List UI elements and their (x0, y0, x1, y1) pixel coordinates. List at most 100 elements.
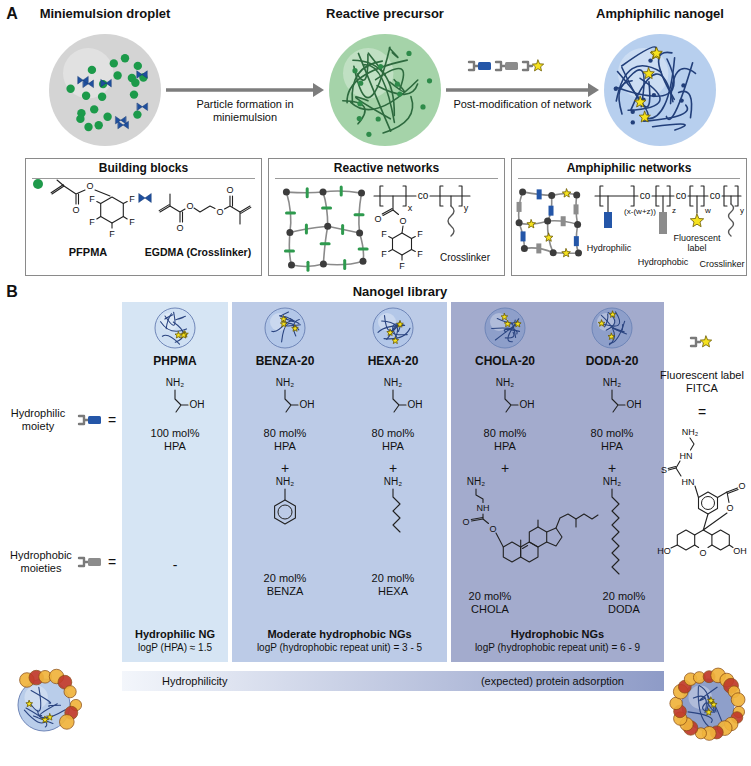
network-strand (29, 687, 41, 711)
network-strand (289, 233, 291, 265)
atom-label: NH₂ (276, 476, 294, 488)
box-heading: Building blocks (32, 159, 255, 179)
linker-fork (469, 62, 478, 70)
atom-label: F (129, 194, 135, 204)
atom-label: co (710, 190, 721, 202)
atom-label: O (489, 524, 496, 534)
network-dot (130, 90, 138, 98)
arrow-shaft (446, 88, 588, 92)
network-dot (681, 83, 685, 87)
arrow-label: Particle formation in miniemulsion (175, 98, 315, 124)
crosslinker-chain (448, 206, 454, 236)
atom-label: F (89, 194, 95, 204)
hydrophilic-block (521, 231, 526, 241)
bond-line (123, 217, 127, 220)
arrow-label: Post-modification of network (453, 98, 593, 111)
atom-label: NH₂ (603, 476, 621, 488)
box-heading: Amphiphilic networks (518, 159, 740, 179)
heading-label: EGDMA (Crosslinker) (145, 246, 251, 258)
network-dot (631, 110, 635, 114)
bond-line (284, 489, 285, 500)
crosslink-point (320, 261, 327, 268)
heading-label: HEXA-20 (368, 355, 419, 369)
reactive-unit (323, 207, 331, 210)
network-strand (290, 226, 328, 232)
bond-line (285, 390, 298, 412)
text-label: + (608, 460, 616, 476)
linker-fork (496, 62, 505, 70)
process-arrow (446, 83, 599, 97)
crosslink-point (324, 223, 331, 230)
bond-line (123, 202, 127, 204)
network-strand (715, 706, 722, 721)
atom-label: OH (190, 399, 205, 411)
atom-label: co (640, 190, 651, 202)
fluorescent-star (708, 697, 715, 703)
heading-label: PFPMA (69, 246, 108, 259)
hydrophobic-block (536, 243, 541, 253)
bond-line (393, 390, 406, 412)
bond-line (389, 250, 393, 252)
bond-line (393, 233, 412, 255)
hydrophobic-block (659, 212, 667, 234)
fluorescent-star (280, 321, 287, 327)
arrow-head (588, 83, 599, 97)
reactive-unit (305, 225, 308, 233)
heading-label: CHOLA-20 (475, 355, 535, 369)
highlight (25, 686, 48, 709)
heading-label: PHPMA (153, 355, 196, 369)
pfpma-dot (33, 179, 43, 189)
heading-label: Nanogel library (353, 285, 448, 300)
network-dot (66, 85, 74, 93)
fluorescent-star (562, 189, 571, 197)
reactive-unit (306, 262, 309, 270)
nanogel-sphere (265, 308, 305, 348)
network-dot (358, 81, 363, 86)
fluorescent-star (598, 320, 605, 326)
network-strand (698, 687, 709, 727)
network-dot (397, 91, 402, 96)
nanogel-shape (602, 32, 718, 148)
linker-fork (79, 416, 88, 424)
bond-line (51, 185, 64, 194)
atom-label: Hydrophilic (587, 243, 632, 253)
network-dot (98, 93, 106, 101)
bond-line (699, 492, 718, 514)
nanogel-circle: Miniemulsion droplet (20, 6, 190, 154)
atom-label: HO (657, 546, 671, 556)
nanogel-sphere (49, 34, 161, 146)
reactive-unit (340, 187, 343, 195)
bond-line (703, 492, 729, 530)
nanogel-sphere (485, 308, 525, 348)
text-label: 80 mol% HPA (584, 427, 640, 452)
network-strand (376, 68, 404, 89)
bond-line (275, 500, 296, 524)
network-strand (359, 193, 362, 233)
crosslink-point (360, 258, 367, 265)
reactive-unit (341, 225, 344, 233)
nanogel-sphere (155, 308, 195, 348)
network-strand (347, 60, 407, 103)
atom-label: O (176, 223, 183, 233)
bond-line (595, 186, 741, 206)
fluorescent-star (643, 68, 654, 79)
atom-label: z (672, 206, 676, 215)
crosslinker-bowtie (116, 117, 126, 124)
network-strand (492, 328, 517, 334)
bond-line (523, 546, 528, 549)
crosslink-point (283, 189, 290, 196)
hydrophobic-block (574, 204, 579, 214)
heading-label: B (6, 283, 18, 301)
panel-box: Building blocks (25, 158, 262, 276)
bond-line (412, 250, 416, 252)
atom-label: Crosslinker (699, 259, 744, 269)
fluorescent-star (292, 325, 299, 331)
heading-label: A (6, 5, 18, 23)
bond-line (382, 209, 393, 216)
network-strand (700, 687, 717, 700)
arrow-head (313, 83, 324, 97)
atom-label: NH₂ (384, 476, 402, 488)
network-dot (134, 62, 142, 70)
bond-line (727, 488, 738, 493)
bond-line (393, 489, 400, 532)
